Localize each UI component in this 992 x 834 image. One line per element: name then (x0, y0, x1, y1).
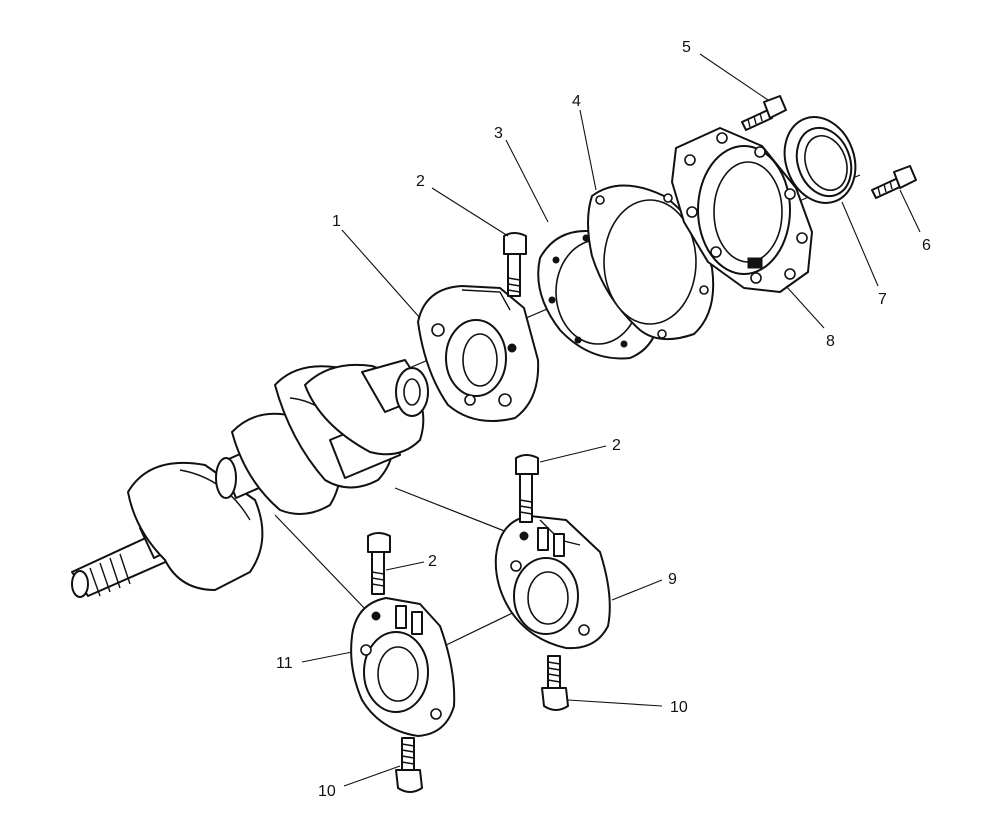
callout-11: 11 (276, 655, 293, 672)
callouts: 1 2 3 4 5 6 7 8 2 2 9 10 11 10 (276, 39, 931, 800)
callout-1: 1 (332, 213, 341, 230)
callout-10-right: 10 (670, 699, 688, 716)
flange-housing (671, 127, 813, 293)
callout-8: 8 (826, 333, 835, 350)
oil-seal (783, 116, 857, 204)
bearing-carrier-lower-9 (494, 515, 611, 650)
seal-plate (587, 184, 715, 341)
bolt-10-left (395, 737, 423, 793)
callout-10-left: 10 (318, 783, 336, 800)
callout-2-middle: 2 (612, 437, 621, 454)
callout-4: 4 (572, 93, 581, 110)
bolt-6 (871, 165, 917, 199)
crankshaft (71, 359, 429, 598)
bolt-2-middle (515, 454, 539, 523)
bearing-carrier-upper (417, 285, 540, 422)
callout-2-upper: 2 (416, 173, 425, 190)
bolt-2-lower (367, 532, 391, 595)
callout-2-lower: 2 (428, 553, 437, 570)
callout-9: 9 (668, 571, 677, 588)
bolt-2-upper (503, 232, 527, 297)
bolt-10-right (541, 655, 569, 711)
bolt-5 (741, 95, 787, 131)
bearing-carrier-lower-11 (350, 597, 456, 737)
callout-6: 6 (922, 237, 931, 254)
leader-lines (301, 53, 921, 787)
callout-3: 3 (494, 125, 503, 142)
callout-7: 7 (878, 291, 887, 308)
callout-5: 5 (682, 39, 691, 56)
